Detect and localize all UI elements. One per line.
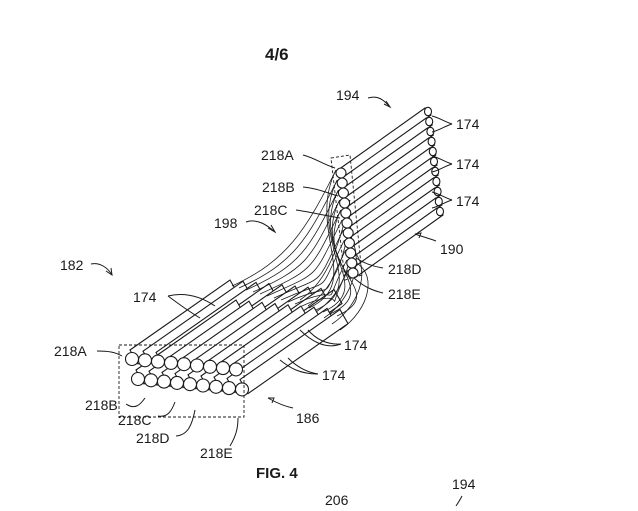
transition-fiber: [266, 219, 343, 297]
lower-end-face: [208, 379, 224, 394]
lower-end-face: [215, 361, 231, 376]
lower-end-face: [195, 378, 211, 393]
upper-end-face: [343, 237, 355, 249]
upper-end-face: [347, 267, 359, 279]
lower-end-face: [163, 355, 179, 370]
upper-fiber-end: [429, 156, 439, 167]
label-194: 194: [336, 87, 360, 103]
upper-fiber-end: [435, 206, 445, 217]
label-174-middle: 174: [456, 156, 480, 172]
label-194-cut: 194: [452, 476, 476, 492]
label-174-lower: 174: [456, 193, 480, 209]
label-174-top: 174: [456, 116, 480, 132]
leader-194-cut: [455, 495, 463, 507]
upper-end-face: [342, 227, 354, 239]
lower-end-face: [156, 374, 172, 389]
lower-end-face: [130, 371, 146, 387]
transition-fiber: [315, 179, 340, 311]
lower-end-face: [189, 358, 205, 373]
upper-fiber-end: [432, 176, 441, 187]
fiber-end-faces: [124, 167, 359, 397]
figure-label: FIG. 4: [256, 465, 298, 482]
label-218c-top: 218C: [254, 202, 287, 218]
label-218a-left: 218A: [54, 343, 87, 359]
transition-fiber: [308, 169, 337, 309]
upper-end-face: [337, 187, 349, 199]
upper-fiber-stack: [337, 106, 445, 278]
leader-lines: [90, 96, 453, 447]
transition-fiber-outer: [339, 259, 369, 331]
label-218b-top: 218B: [262, 179, 295, 195]
lower-end-face: [176, 357, 192, 372]
lower-end-face: [137, 353, 153, 368]
label-218d-bottom: 218D: [136, 430, 169, 446]
lower-end-face: [234, 382, 250, 397]
label-182: 182: [60, 257, 84, 273]
page-number: 4/6: [265, 45, 289, 64]
label-198: 198: [214, 215, 238, 231]
lower-end-face: [169, 375, 185, 390]
transition-fiber: [294, 259, 348, 305]
transition-fiber: [301, 269, 349, 307]
transition-fiber: [231, 169, 337, 287]
label-218b-bottom: 218B: [85, 397, 118, 413]
label-174-left: 174: [133, 289, 157, 305]
upper-end-face: [345, 247, 357, 259]
label-186: 186: [296, 410, 320, 426]
lower-end-face: [124, 351, 140, 367]
label-206-cut: 206: [325, 492, 349, 506]
label-218a-top: 218A: [261, 147, 294, 163]
label-218e-right: 218E: [388, 286, 421, 302]
label-218c-bottom: 218C: [118, 412, 151, 428]
transition-fiber: [333, 209, 358, 317]
transition-fibers: [231, 169, 369, 331]
label-218e-bottom: 218E: [200, 445, 233, 461]
label-174-bottom: 174: [322, 367, 346, 383]
upper-fiber-end: [428, 146, 437, 157]
end-face-dashed-box-upper: [330, 154, 363, 281]
label-218d-right: 218D: [388, 261, 421, 277]
upper-end-face: [346, 257, 358, 269]
label-174-center: 174: [344, 337, 368, 353]
upper-end-face: [341, 217, 353, 229]
lower-end-face: [228, 362, 244, 377]
upper-fiber-end: [423, 106, 433, 117]
upper-end-face: [340, 207, 352, 219]
upper-end-face: [339, 197, 351, 209]
upper-end-face: [336, 177, 348, 189]
label-190: 190: [440, 241, 464, 257]
upper-fiber-end: [427, 136, 436, 147]
lower-end-face: [150, 354, 166, 369]
lower-end-face: [182, 377, 198, 392]
upper-end-face: [335, 167, 347, 179]
lower-end-face: [143, 373, 159, 388]
transition-fiber: [322, 189, 346, 313]
upper-fiber-end: [425, 116, 434, 127]
lower-end-face: [202, 359, 218, 374]
lower-end-face: [221, 381, 237, 396]
end-face-dashed-box-lower: [118, 344, 245, 418]
